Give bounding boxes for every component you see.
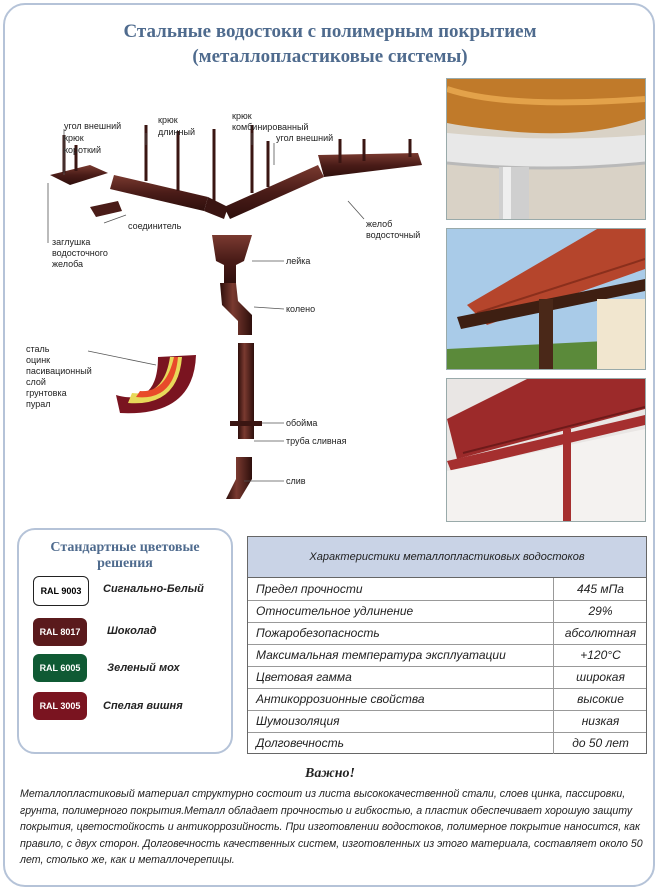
spec-name: Пожаробезопасность xyxy=(256,626,380,640)
label-hook-short-1: крюк xyxy=(64,133,84,143)
color-name-ral-9003: Сигнально-Белый xyxy=(103,583,204,595)
spec-value: +120°С xyxy=(553,644,647,666)
label-corner-outer-right: угол внешний xyxy=(276,133,333,143)
spec-value: абсолютная xyxy=(553,622,647,644)
label-hook-combined-1: крюк xyxy=(232,111,252,121)
label-hook-long-1: крюк xyxy=(158,115,178,125)
spec-value: низкая xyxy=(553,710,647,732)
table-row: Шумоизоляция низкая xyxy=(248,710,646,733)
color-name-ral-3005: Спелая вишня xyxy=(103,700,183,712)
gutter-system-diagram: угол внешний крюк короткий крюк длинный … xyxy=(26,111,422,499)
swatch-ral-3005: RAL 3005 xyxy=(33,692,87,720)
label-hook-short-2: короткий xyxy=(64,145,101,155)
elbow-shape xyxy=(220,283,252,335)
label-end-cap-2: водосточного xyxy=(52,248,108,258)
label-layer-zinc: оцинк xyxy=(26,355,50,365)
clamp-shape xyxy=(230,421,262,426)
label-outlet: слив xyxy=(286,476,306,486)
spec-name: Максимальная температура эксплуатации xyxy=(256,648,506,662)
important-heading: Важно! xyxy=(305,766,355,781)
spec-name: Шумоизоляция xyxy=(256,714,340,728)
spec-value: высокие xyxy=(553,688,647,710)
spec-value: до 50 лет xyxy=(553,732,647,754)
label-end-cap-1: заглушка xyxy=(52,237,90,247)
specs-table-header: Характеристики металлопластиковых водост… xyxy=(248,537,646,578)
label-hook-combined-2: комбинированный xyxy=(232,122,308,132)
table-row: Предел прочности 445 мПа xyxy=(248,578,646,601)
table-row: Максимальная температура эксплуатации +12… xyxy=(248,644,646,667)
label-layer-passivation: пасивационный xyxy=(26,366,92,376)
funnel-shape xyxy=(212,235,252,285)
layers-cross-section xyxy=(116,355,196,414)
label-downpipe: труба сливная xyxy=(286,436,347,446)
table-row: Цветовая гамма широкая xyxy=(248,666,646,689)
photo-gutter-rain xyxy=(446,78,646,220)
label-clamp: обойма xyxy=(286,418,317,428)
page-subtitle: (металлопластиковые системы) xyxy=(192,46,468,67)
spec-value: широкая xyxy=(553,666,647,688)
downpipe-shape xyxy=(238,343,254,439)
spec-name: Относительное удлинение xyxy=(256,604,414,618)
label-gutter-2: водосточный xyxy=(366,230,420,240)
table-row: Антикоррозионные свойства высокие xyxy=(248,688,646,711)
label-layer-primer-2: грунтовка xyxy=(26,388,67,398)
important-text: Металлопластиковый материал структурно с… xyxy=(20,788,643,866)
label-layer-pural: пурал xyxy=(26,399,51,409)
leader-lines xyxy=(47,129,365,482)
swatch-ral-9003: RAL 9003 xyxy=(33,576,89,606)
page-frame xyxy=(3,3,655,887)
label-hook-long-2: длинный xyxy=(158,127,195,137)
color-name-ral-8017: Шоколад xyxy=(107,625,157,637)
table-row: Пожаробезопасность абсолютная xyxy=(248,622,646,645)
label-connector: соединитель xyxy=(128,221,182,231)
label-elbow: колено xyxy=(286,304,315,314)
photo-red-gutter xyxy=(446,378,646,522)
photo-brown-gutter xyxy=(446,228,646,370)
page-title: Стальные водостоки с полимерным покрытие… xyxy=(123,21,537,42)
swatch-ral-8017: RAL 8017 xyxy=(33,618,87,646)
label-funnel: лейка xyxy=(286,256,310,266)
specs-table: Характеристики металлопластиковых водост… xyxy=(247,536,647,754)
label-layer-steel: сталь xyxy=(26,344,50,354)
label-end-cap-3: желоба xyxy=(52,259,83,269)
color-name-ral-6005: Зеленый мох xyxy=(107,662,180,674)
spec-value: 445 мПа xyxy=(553,578,647,600)
label-layer-primer-1: слой xyxy=(26,377,46,387)
spec-value: 29% xyxy=(553,600,647,622)
label-corner-outer: угол внешний xyxy=(64,121,121,131)
standard-colors-panel: Стандартные цветовые решения RAL 9003 Си… xyxy=(17,528,233,754)
spec-name: Антикоррозионные свойства xyxy=(256,692,425,706)
swatch-ral-6005: RAL 6005 xyxy=(33,654,87,682)
spec-name: Цветовая гамма xyxy=(256,670,352,684)
table-row: Относительное удлинение 29% xyxy=(248,600,646,623)
spec-name: Предел прочности xyxy=(256,582,363,596)
colors-title-line1: Стандартные цветовые xyxy=(50,540,200,555)
spec-name: Долговечность xyxy=(256,736,344,750)
outlet-shape xyxy=(226,457,252,499)
table-row: Долговечность до 50 лет xyxy=(248,732,646,754)
colors-title: Стандартные цветовые решения xyxy=(19,540,231,572)
label-gutter-1: желоб xyxy=(366,219,392,229)
gutter-assembly xyxy=(50,153,422,219)
colors-title-line2: решения xyxy=(97,556,153,571)
